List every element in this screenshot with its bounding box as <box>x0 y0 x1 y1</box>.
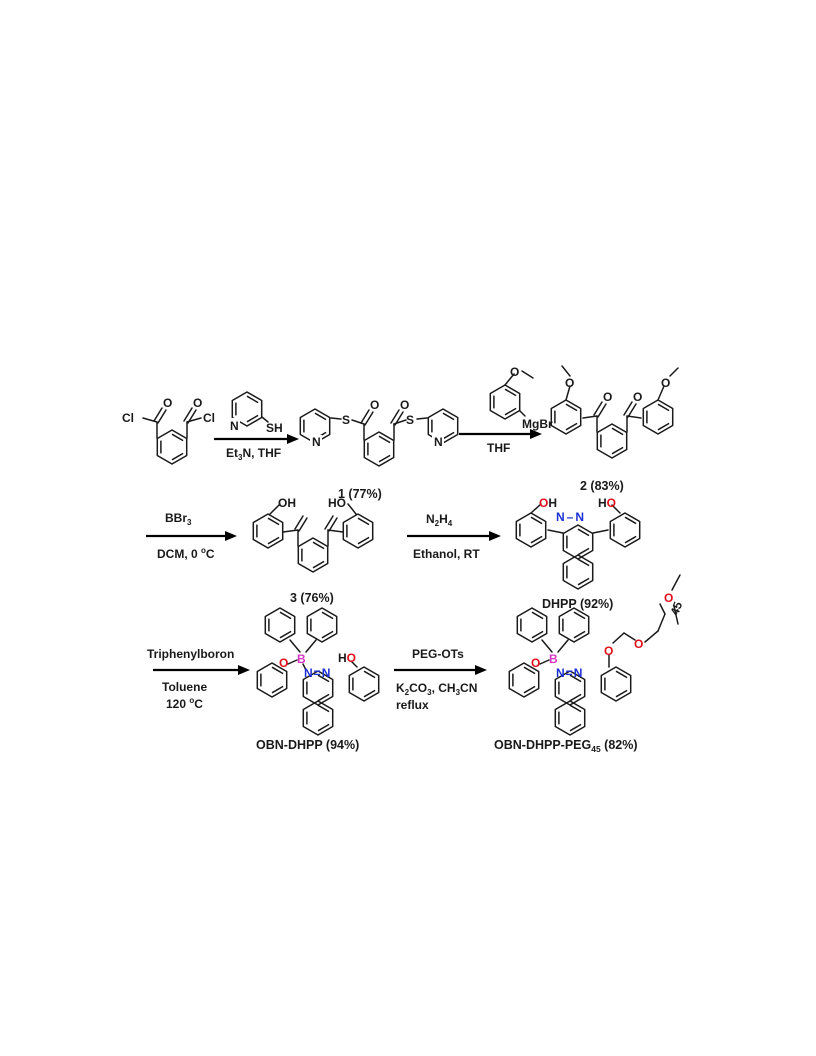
atom-o: O <box>604 644 613 658</box>
phthaloyl-chloride-structure: Cl Cl O O <box>122 396 215 465</box>
grignard-reagent: O MgBr <box>489 365 553 431</box>
reaction-arrow-6: PEG-OTs K2CO3, CH3CN reflux <box>394 647 487 712</box>
atom-cl-right: Cl <box>203 411 215 425</box>
reaction-arrow-5: Triphenylboron Toluene 120 oC <box>147 647 250 711</box>
atom-b: B <box>297 652 306 666</box>
step3-reagent: BBr3 <box>165 511 192 527</box>
atom-o: O <box>163 396 172 410</box>
atom-o: O <box>510 365 519 379</box>
atom-ho: HO <box>338 651 356 665</box>
peg-repeat-count: 45 <box>668 599 686 617</box>
atom-o: O <box>633 390 642 404</box>
atom-o: O <box>370 398 379 412</box>
compound-1-structure: O O S S N N 1 (77%) <box>299 398 459 501</box>
step6-conditions-line1: K2CO3, CH3CN <box>396 681 477 697</box>
step5-conditions-line2: 120 oC <box>166 696 203 711</box>
compound-1-label: 1 (77%) <box>338 487 382 501</box>
compound-3-label: 3 (76%) <box>290 591 334 605</box>
reaction-arrow-4: N2H4 Ethanol, RT <box>407 512 501 561</box>
atom-o: O <box>531 656 540 670</box>
atom-o: O <box>603 390 612 404</box>
obn-dhpp-label: OBN-DHPP (94%) <box>256 738 359 752</box>
reaction-arrow-1: Et3N, THF <box>214 434 299 462</box>
mercaptopyridine-reagent: N SH <box>228 391 283 435</box>
dhpp-label: DHPP (92%) <box>542 597 613 611</box>
compound-2-structure: O O O O 2 (83%) <box>550 365 679 493</box>
step2-conditions: THF <box>487 441 510 455</box>
atom-cl-left: Cl <box>122 411 134 425</box>
obn-dhpp-peg45-structure: B O N=N O O O 45 OBN-DHPP-PEG45 (82%) <box>494 574 686 754</box>
atom-s: S <box>406 413 414 427</box>
step5-conditions-line1: Toluene <box>162 680 207 694</box>
compound-2-label: 2 (83%) <box>580 479 624 493</box>
step6-reagent: PEG-OTs <box>412 647 464 661</box>
compound-3-structure: OH HO 3 (76%) <box>252 496 374 605</box>
atom-n: N <box>230 419 239 433</box>
atom-b: B <box>549 652 558 666</box>
atom-n: N–N <box>556 510 584 524</box>
atom-mgbr: MgBr <box>522 417 553 431</box>
reaction-arrow-3: BBr3 DCM, 0 oC <box>146 511 237 561</box>
atom-oh: OH <box>278 496 296 510</box>
atom-o: O <box>565 376 574 390</box>
atom-n: N <box>434 435 443 449</box>
atom-n: N <box>312 435 321 449</box>
atom-s: S <box>342 413 350 427</box>
atom-ho: HO <box>598 496 616 510</box>
atom-oh: OH <box>539 496 557 510</box>
dhpp-structure: N–N OH HO DHPP (92%) <box>515 496 641 611</box>
obn-dhpp-peg45-label: OBN-DHPP-PEG45 (82%) <box>494 738 638 754</box>
step4-reagent: N2H4 <box>426 512 453 528</box>
step4-conditions: Ethanol, RT <box>413 547 480 561</box>
reaction-arrow-2: THF <box>459 429 542 455</box>
step3-conditions: DCM, 0 oC <box>157 546 215 561</box>
atom-ho: HO <box>328 496 346 510</box>
atom-o: O <box>661 376 670 390</box>
step6-conditions-line2: reflux <box>396 698 429 712</box>
atom-o: O <box>400 398 409 412</box>
atom-o: O <box>193 396 202 410</box>
atom-n: N=N <box>304 666 330 680</box>
atom-o: O <box>634 637 643 651</box>
obn-dhpp-structure: B O N=N HO OBN-DHPP (94%) <box>256 607 380 752</box>
atom-o: O <box>664 591 673 605</box>
step1-conditions: Et3N, THF <box>226 446 281 462</box>
atom-n: N=N <box>556 666 582 680</box>
step5-reagent: Triphenylboron <box>147 647 234 661</box>
atom-sh: SH <box>266 421 283 435</box>
atom-o: O <box>279 656 288 670</box>
